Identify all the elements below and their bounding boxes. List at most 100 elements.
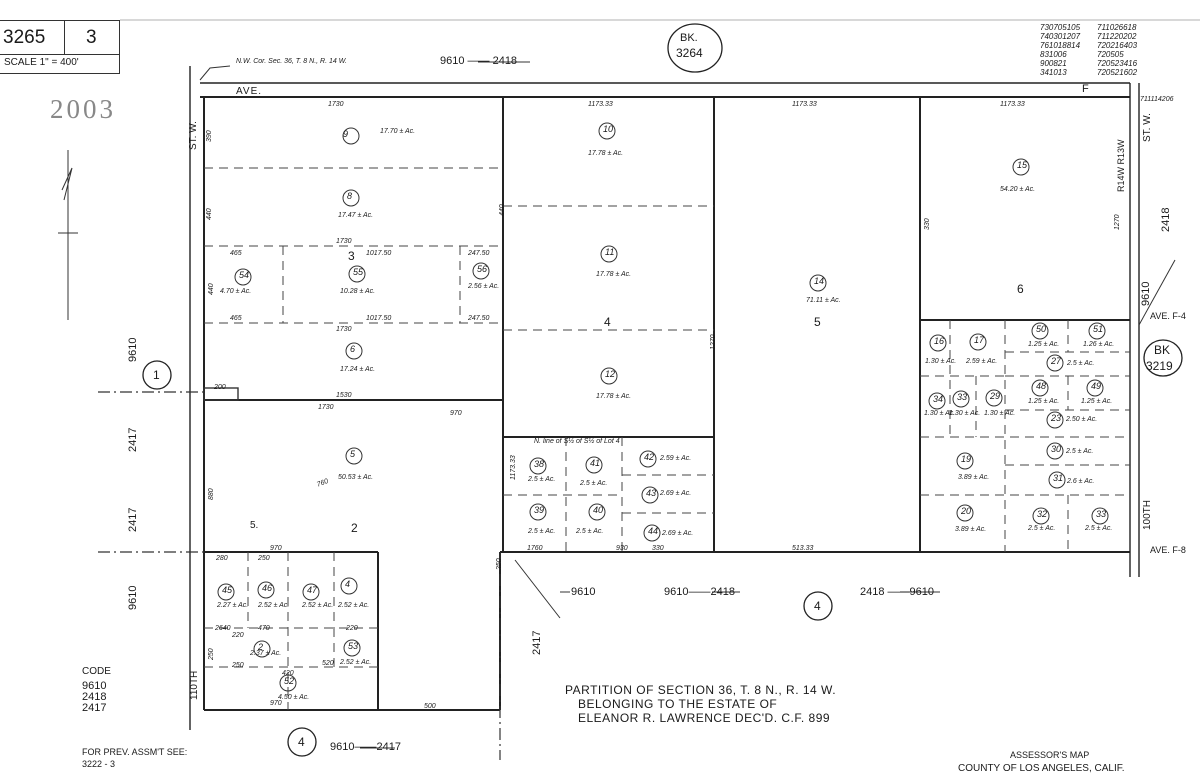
parcel-area: 2.5 ± Ac. <box>1028 525 1056 532</box>
lot-5-dot: 5. <box>250 520 259 531</box>
dimension-label: 500 <box>424 703 436 710</box>
parcel-number: 16 <box>934 336 945 346</box>
dimension-label: 520 <box>322 660 334 667</box>
parcel-area: 1.30 ± Ac. <box>925 358 957 365</box>
dimension-label: 970 <box>450 410 462 417</box>
parcel-area: 2.5 ± Ac. <box>1085 525 1113 532</box>
reference-number: 341013 <box>1040 68 1067 77</box>
parcel-number: 49 <box>1091 381 1102 391</box>
reference-number: 711026618 <box>1097 23 1137 32</box>
lot-6: 6 <box>1017 282 1024 296</box>
book-ref-top-value: 3264 <box>676 46 703 60</box>
dimension-label: 1173.33 <box>588 101 613 108</box>
parcel-number: 11 <box>605 247 615 257</box>
parcel-area: 10.28 ± Ac. <box>340 288 376 295</box>
reference-number: 831006 <box>1040 50 1067 59</box>
parcel-number: 20 <box>961 506 972 516</box>
parcel-area: 2.5 ± Ac. <box>576 528 604 535</box>
prev-assessment-label: FOR PREV. ASSM'T SEE: <box>82 747 188 757</box>
parcel-area: 2.52 ± Ac. <box>302 602 334 609</box>
code-bottom-b: 9610——2418 <box>664 586 735 598</box>
parcel-area: 2.50 ± Ac. <box>1066 416 1098 423</box>
parcel-area: 3.89 ± Ac. <box>958 474 990 481</box>
parcel-area: 2.5 ± Ac. <box>580 480 608 487</box>
dimension-label: 440 <box>208 283 215 295</box>
parcel-number: 33 <box>1096 509 1107 519</box>
parcel-number: 47 <box>307 585 318 595</box>
parcel-area: 2.5 ± Ac. <box>528 528 556 535</box>
parcel-area: 3.89 ± Ac. <box>955 526 987 533</box>
parcel-area: 2.5 ± Ac. <box>1066 448 1094 455</box>
parcel-area: 17.47 ± Ac. <box>338 212 374 219</box>
tract-4b: 4 <box>298 735 305 749</box>
partition-line-2: BELONGING TO THE ESTATE OF <box>578 697 778 711</box>
parcel-area: 1.30 ± Ac. <box>924 410 956 417</box>
dimension-label: 220 <box>232 632 244 639</box>
parcel-number: 44 <box>648 526 659 536</box>
lot-5: 5 <box>814 315 821 329</box>
parcel-number: 55 <box>353 267 364 277</box>
book-ref-right-value: 3219 <box>1146 359 1173 373</box>
parcel-area: 2.56 ± Ac. <box>468 283 500 290</box>
parcel-number: 32 <box>1037 509 1048 519</box>
parcel-number: 5 <box>350 449 356 459</box>
parcel-number: 14 <box>814 276 825 286</box>
parcel-number: 33 <box>957 392 968 402</box>
parcel-area: 2.37 ± Ac. <box>250 650 282 657</box>
code-bottom-a: 9610 <box>571 586 596 598</box>
code-top: 9610 —— 2418 <box>440 55 518 67</box>
parcel-number: 27 <box>1051 356 1062 366</box>
dimension-label: 280 <box>216 555 228 562</box>
page-number: 3 <box>86 27 97 48</box>
dimension-label: 1270 <box>1114 214 1121 230</box>
street-110th: 110TH <box>189 670 200 700</box>
parcel-number: 40 <box>593 505 604 515</box>
dimension-label: 330 <box>652 545 664 552</box>
reference-number: 720521602 <box>1097 68 1138 77</box>
dimension-label: 1730 <box>328 101 344 108</box>
street-100th: 100TH <box>1142 499 1153 530</box>
parcel-area: 2.27 ± Ac. <box>217 602 249 609</box>
parcel-number: 15 <box>1017 160 1028 170</box>
parcel-area: 4.70 ± Ac. <box>220 288 252 295</box>
parcel-number: 34 <box>933 394 944 404</box>
parcel-number: 17 <box>974 335 985 345</box>
book-number: 3265 <box>3 27 46 48</box>
dimension-label: 1530 <box>336 392 352 399</box>
reference-number: 900821 <box>1040 59 1067 68</box>
parcel-number: 51 <box>1093 324 1104 334</box>
parcel-number: 39 <box>534 505 545 515</box>
parcel-area: 2.59 ± Ac. <box>660 455 692 462</box>
right-ref: 711114206 <box>1140 96 1174 103</box>
code-bottom-center: 9610——2417 <box>330 741 401 753</box>
dimension-label: 970 <box>270 700 282 707</box>
parcel-number: 48 <box>1036 381 1047 391</box>
parcel-number: 52 <box>284 676 295 686</box>
parcel-number: 4 <box>345 579 351 589</box>
parcel-number: 54 <box>239 270 250 280</box>
parcel-area: 2.52 ± Ac. <box>340 659 372 666</box>
parcel-number: 56 <box>477 264 488 274</box>
code-legend-2417: 2417 <box>82 702 107 714</box>
street-ave-f8: AVE. F-8 <box>1150 545 1186 555</box>
reference-number: 720505 <box>1097 50 1124 59</box>
dimension-label: 970 <box>270 545 282 552</box>
parcel-area: 1.30 ± Ac. <box>984 410 1016 417</box>
street-f-ave-left: AVE. <box>236 86 263 97</box>
parcel-number: 9 <box>343 129 349 139</box>
dimension-label: 250 <box>258 555 270 562</box>
parcel-number: 41 <box>590 458 601 468</box>
parcel-number: 29 <box>990 391 1001 401</box>
dimension-label: 250 <box>232 662 244 669</box>
code-left-1: 9610 <box>127 337 139 362</box>
parcel-number: 8 <box>347 191 353 201</box>
code-right-top: 2418 <box>1160 207 1172 232</box>
code-bottom-c: 2418 ——9610 <box>860 586 934 598</box>
dimension-label: 420 <box>282 670 294 677</box>
parcel-number: 38 <box>534 459 545 469</box>
reference-number: 720216403 <box>1097 41 1138 50</box>
parcel-area: 1.30 ± Ac. <box>949 410 981 417</box>
reference-number: 740301207 <box>1040 32 1081 41</box>
dimension-label: 250 <box>208 648 215 660</box>
